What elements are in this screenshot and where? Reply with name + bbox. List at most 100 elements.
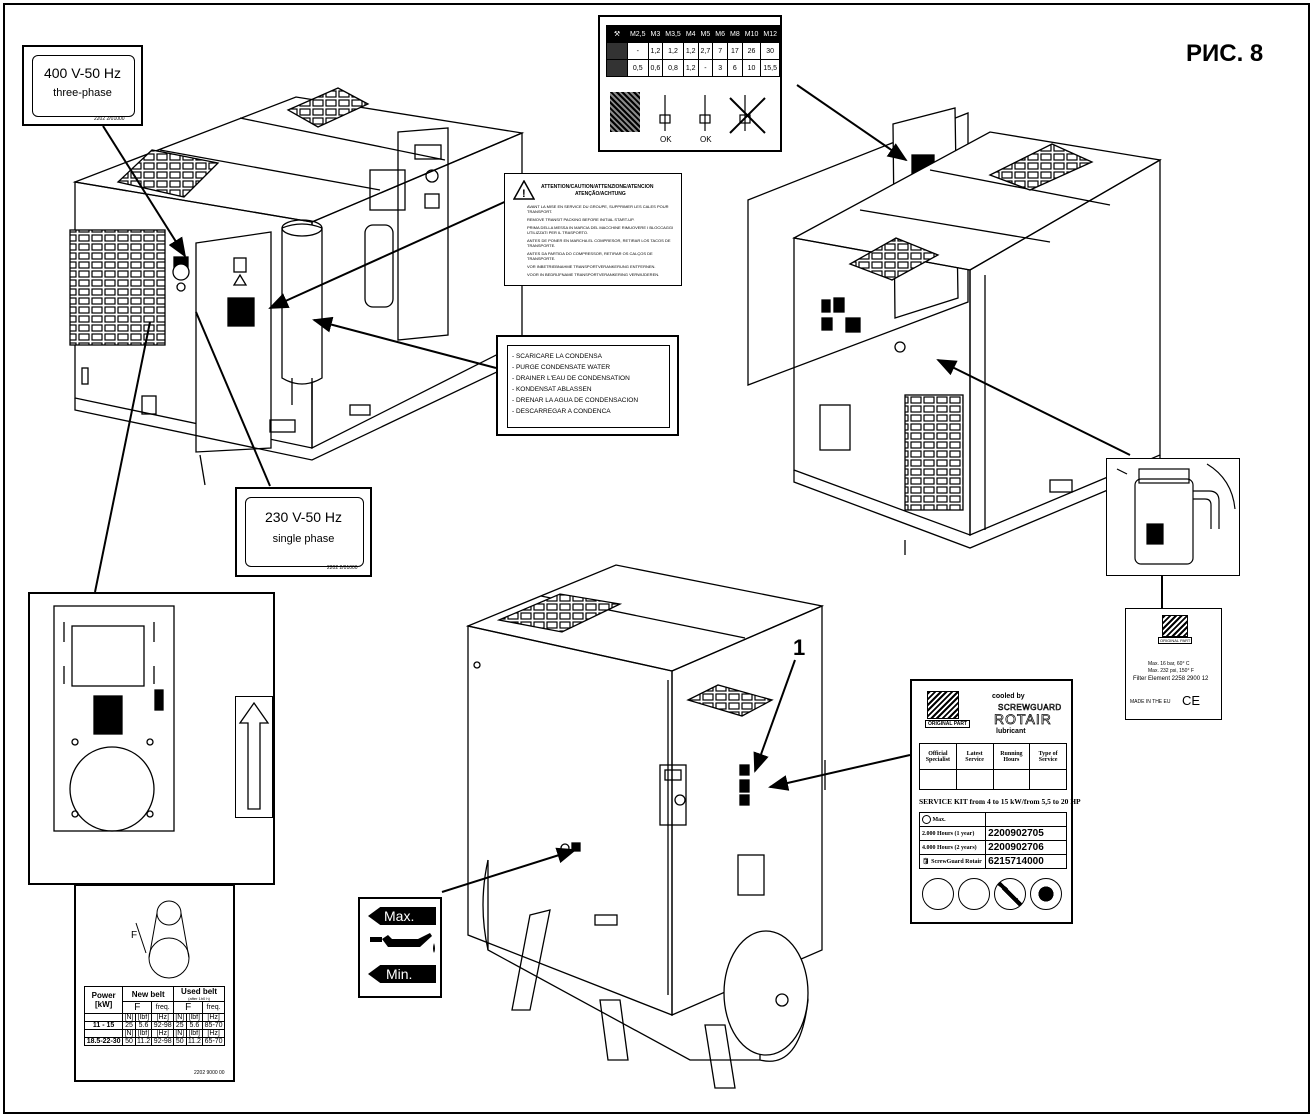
bolt-icon bbox=[606, 59, 628, 77]
callout-number-1: 1 bbox=[793, 635, 806, 660]
warning-title-1: ATTENTION/CAUTION/ATTENZIONE/ATENCION bbox=[541, 184, 654, 190]
manual-icon bbox=[958, 878, 990, 910]
compressor-tank-unit bbox=[465, 564, 826, 1089]
figure-border bbox=[3, 3, 1310, 1114]
filter-element-code: Filter Element 2258 2900 12 bbox=[1133, 676, 1209, 682]
warning-line: AVANT LA MISE EN SERVICE DU GROUPE, SUPP… bbox=[527, 204, 669, 214]
size-m2-5: M2,5 bbox=[626, 25, 649, 43]
torque-cell: 6 bbox=[727, 59, 743, 77]
condensate-line: - SCARICARE LA CONDENSA bbox=[512, 353, 602, 360]
panel-door-detail bbox=[28, 592, 275, 885]
warning-line: REMOVE TRANSIT PACKING BEFORE INITIAL ST… bbox=[527, 217, 635, 222]
gloves-icon bbox=[922, 878, 954, 910]
torque-cell: 7 bbox=[712, 42, 729, 60]
warning-line: VOOR IN BEDRIJFNAME TRANSPORTVERANKERING… bbox=[527, 272, 660, 277]
service-row-label: 2.000 Hours (1 year) bbox=[918, 826, 987, 841]
torque-cell: 0,8 bbox=[662, 59, 684, 77]
oil-max-arrow bbox=[368, 907, 436, 925]
unit-cell: [lbf] bbox=[185, 1013, 204, 1022]
door-panel-drawing bbox=[53, 605, 175, 832]
oil-min-text: Min. bbox=[386, 966, 413, 982]
label-400v-three-phase: 400 V-50 Hz three-phase 2202 2/01000 bbox=[22, 45, 143, 126]
condensate-line: - PURGE CONDENSATE WATER bbox=[512, 364, 611, 371]
oil-can-icon: 🛢 bbox=[922, 859, 930, 865]
torque-cell: 1,2 bbox=[682, 42, 699, 60]
torque-cell: 0,5 bbox=[626, 59, 649, 77]
unit-cell: [lbf] bbox=[134, 1029, 153, 1038]
belt-cell: 92-98 bbox=[151, 1021, 175, 1030]
brand-rotair: ROTAIR bbox=[994, 711, 1052, 728]
warning-title-2: ATENÇÃO/ACHTUNG bbox=[575, 191, 626, 197]
size-m4: M4 bbox=[682, 25, 699, 43]
label-service-kit: ORIGINAL PART cooled by SCREWGUARD ROTAI… bbox=[910, 679, 1081, 924]
torque-cell: 10 bbox=[741, 59, 762, 77]
filter-max-psi: Max. 232 psi, 150° F bbox=[1148, 668, 1194, 674]
belt-cell: 50 bbox=[173, 1037, 187, 1046]
original-part-logo-icon bbox=[927, 691, 959, 719]
warning-line: PRIMA DELLA MESSA IN MARCIA DEL MACCHINE… bbox=[527, 225, 674, 235]
service-row-code: 2200902706 bbox=[985, 840, 1067, 855]
service-row-label: 4.000 Hours (2 years) bbox=[918, 840, 987, 855]
torque-cell: 0,6 bbox=[647, 59, 664, 77]
compressor-dryer-unit bbox=[747, 107, 1162, 555]
warning-line: ANTES DE PONER EN MARCHA EL COMPRESOR, R… bbox=[527, 238, 671, 248]
torque-cell: 3 bbox=[712, 59, 729, 77]
belt-cell: 25 bbox=[173, 1021, 187, 1030]
torque-cell: 2,7 bbox=[697, 42, 714, 60]
unit-cell: [lbf] bbox=[134, 1013, 153, 1022]
voltage-230-text: 230 V-50 Hz bbox=[264, 509, 343, 525]
size-m6: M6 bbox=[712, 25, 729, 43]
label-code: 2202 2/01000 bbox=[327, 565, 358, 571]
label-code: 2202 2/01000 bbox=[94, 116, 125, 122]
service-row-code: 6215714000 bbox=[985, 854, 1067, 869]
ce-mark: CE bbox=[1182, 693, 1201, 708]
three-phase-text: three-phase bbox=[53, 87, 112, 99]
size-m5: M5 bbox=[697, 25, 714, 43]
service-icons-row bbox=[922, 878, 1064, 912]
unit-cell: [N] bbox=[173, 1029, 187, 1038]
max-label: Max. bbox=[932, 816, 946, 823]
filter-housing-drawing bbox=[1116, 463, 1236, 565]
used-belt-note: (after 1h0 h) bbox=[188, 996, 210, 1001]
original-part-badge: ORIGINAL PART bbox=[925, 720, 970, 728]
ok-text-1: OK bbox=[660, 135, 672, 144]
ok-text-2: OK bbox=[700, 135, 712, 144]
label-oil-level: Max. Min. bbox=[358, 897, 442, 998]
belt-pulley-icon: F bbox=[131, 900, 190, 979]
label-230v-single-phase: 230 V-50 Hz single phase 2202 2/01000 bbox=[235, 487, 372, 577]
belt-cell: 92-98 bbox=[151, 1037, 175, 1046]
torque-cell: 1,2 bbox=[682, 59, 699, 77]
force-header-used: F bbox=[173, 1001, 204, 1014]
filter-detail bbox=[1106, 458, 1240, 576]
condensate-line: - DRAINER L'EAU DE CONDENSATION bbox=[512, 375, 630, 382]
belt-cell: 25 bbox=[122, 1021, 136, 1030]
label-torque-chart: ⚒ M2,5 M3 M3,5 M4 M5 M6 M8 M10 M12 - 1,2… bbox=[598, 15, 782, 152]
size-m10: M10 bbox=[741, 25, 762, 43]
oil-min-arrow bbox=[368, 965, 436, 983]
warning-text-block: AVANT LA MISE EN SERVICE DU GROUPE, SUPP… bbox=[527, 204, 675, 277]
power-header: Power bbox=[91, 991, 116, 1000]
oil-max-text: Max. bbox=[384, 908, 415, 924]
torque-cell: - bbox=[697, 59, 714, 77]
label-condensate-drain: - SCARICARE LA CONDENSA - PURGE CONDENSA… bbox=[496, 335, 679, 436]
original-part-badge: ORIGINAL PART bbox=[1158, 637, 1193, 644]
new-belt-header: New belt bbox=[122, 986, 175, 1002]
belt-cell: 11.2 bbox=[185, 1037, 204, 1046]
size-m3-5: M3,5 bbox=[662, 25, 684, 43]
belt-cell: 5.6 bbox=[185, 1021, 204, 1030]
size-m12: M12 bbox=[760, 25, 780, 43]
power-cell: 18.5-22-30 bbox=[83, 1037, 124, 1046]
no-cleaning-icon bbox=[994, 878, 1026, 910]
original-part-logo-icon bbox=[1162, 615, 1188, 637]
power-unit: [kW] bbox=[94, 1000, 113, 1009]
figure-title: РИС. 8 bbox=[1186, 40, 1264, 67]
warning-line: VOR INBETRIEBNAHME TRANSPORTVERANKERUNG … bbox=[527, 264, 656, 269]
brand-screwguard: SCREWGUARD bbox=[998, 703, 1062, 713]
torque-cell: - bbox=[626, 42, 649, 60]
svg-text:!: ! bbox=[522, 188, 526, 200]
freq-header-new: freq. bbox=[151, 1001, 175, 1014]
freq-header-used: freq. bbox=[202, 1001, 225, 1014]
condensate-line: - DRENAR LA AGUA DE CONDENSACION bbox=[512, 397, 639, 404]
belt-cell: 50 bbox=[122, 1037, 136, 1046]
